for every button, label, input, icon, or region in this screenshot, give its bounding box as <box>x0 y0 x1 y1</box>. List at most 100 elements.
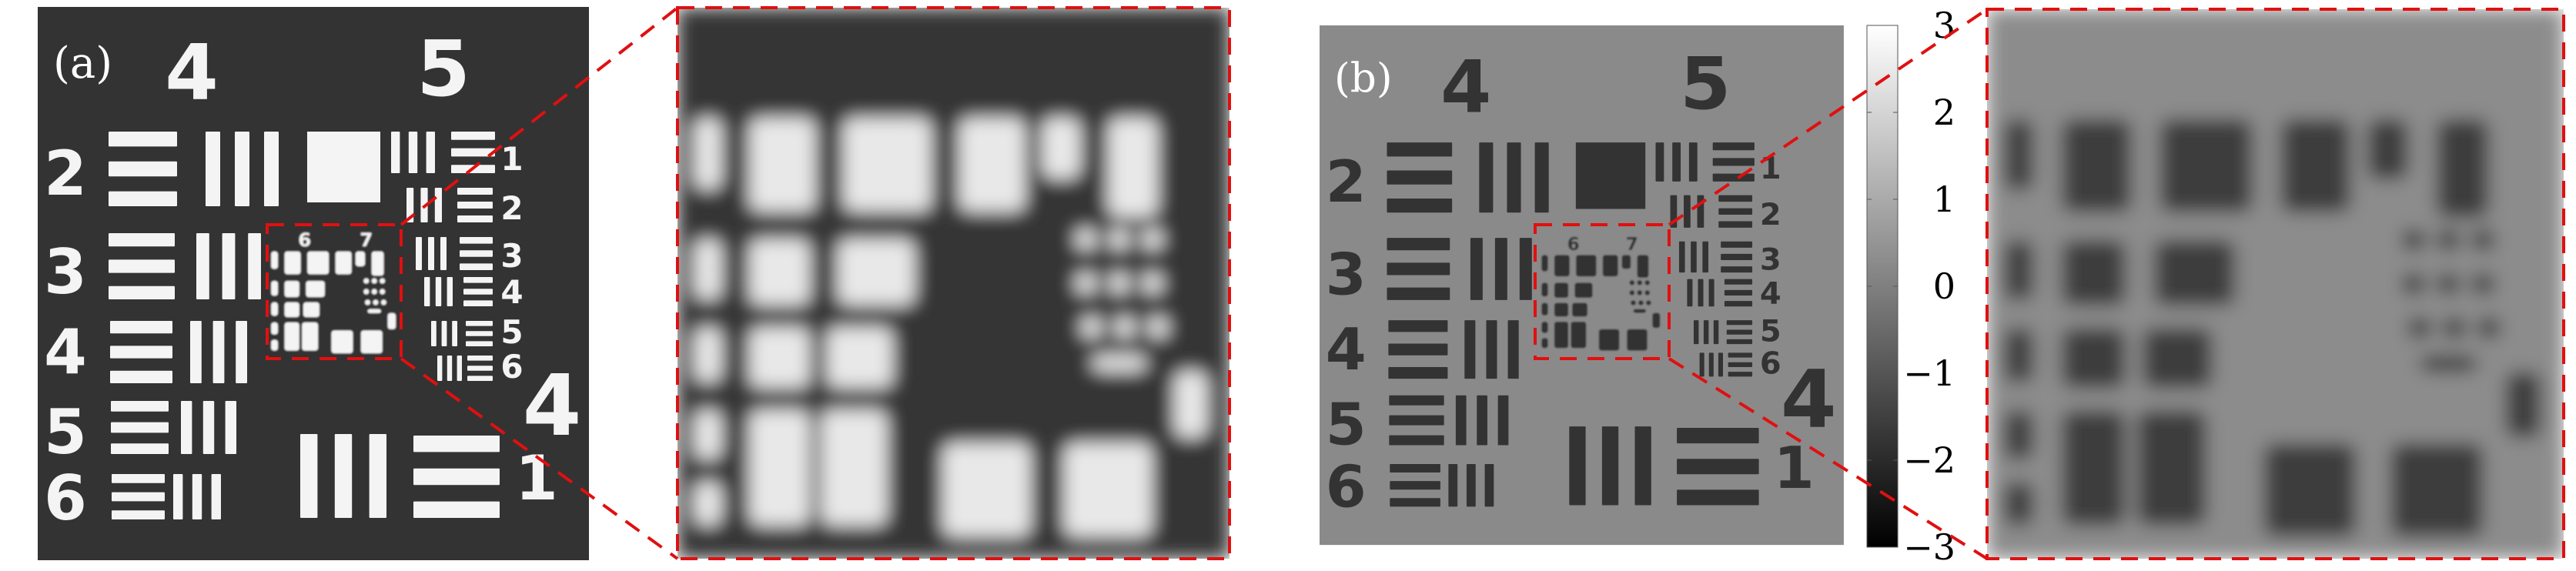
horizontal-bar <box>1389 435 1444 446</box>
bar-element <box>2062 119 2132 213</box>
zoomed-frame-b <box>1986 8 2565 560</box>
bar-element <box>749 239 811 306</box>
vertical-bar <box>391 132 400 173</box>
horizontal-bar <box>1387 142 1453 157</box>
vertical-bar <box>406 188 414 222</box>
bar-element <box>1063 442 1153 537</box>
bar-element <box>1108 118 1158 218</box>
element-number-label: 4 <box>44 316 87 388</box>
bar-element <box>1644 280 1651 286</box>
colorbar-tick-label: 2 <box>1933 92 1955 133</box>
vertical-bar <box>1672 142 1681 182</box>
vertical-bar <box>435 277 442 306</box>
horizontal-bar <box>451 148 495 157</box>
bar-element <box>1541 255 1548 272</box>
colorbar-tick-label: −3 <box>1903 526 1955 568</box>
bar-element <box>380 278 386 284</box>
horizontal-bar <box>1387 198 1453 213</box>
vertical-bar <box>1699 352 1705 377</box>
bar-element <box>942 442 1031 537</box>
vertical-bar <box>431 321 437 346</box>
element-number-label: 1 <box>515 442 558 514</box>
colorbar-gradient <box>1866 25 1899 548</box>
bar-element <box>1571 322 1587 349</box>
vertical-bar <box>300 434 318 518</box>
vertical-bar <box>181 401 192 454</box>
element-number-label: 5 <box>500 313 523 351</box>
bar-element <box>1646 300 1651 306</box>
horizontal-bar <box>1388 320 1448 332</box>
horizontal-bar <box>112 474 165 483</box>
vertical-bar <box>1718 352 1724 377</box>
horizontal-bar <box>1718 195 1753 202</box>
bar-element <box>1637 280 1643 286</box>
horizontal-bar <box>466 331 493 336</box>
bar-element <box>271 251 278 269</box>
vertical-bar <box>248 233 261 299</box>
bar-element <box>2062 239 2126 306</box>
bar-element <box>1091 355 1147 372</box>
horizontal-bar <box>1677 428 1759 444</box>
bar-element <box>303 302 319 318</box>
bar-element <box>365 299 370 306</box>
bar-element <box>1637 290 1643 296</box>
vertical-bar <box>437 356 443 381</box>
element-number-label: 3 <box>500 237 523 275</box>
element-number-label: 6 <box>1760 346 1781 382</box>
horizontal-bar <box>1718 208 1753 215</box>
bar-element <box>1652 312 1661 329</box>
vertical-bar <box>190 321 202 383</box>
bar-element <box>271 339 278 351</box>
horizontal-bar <box>466 321 493 326</box>
element-number-label: 1 <box>500 140 523 178</box>
horizontal-bar <box>463 277 493 283</box>
vertical-bar <box>441 321 447 346</box>
element-number-label: 2 <box>1326 149 1367 215</box>
vertical-bar <box>1678 241 1685 273</box>
colorbar-tick-label: 0 <box>1933 265 1955 307</box>
zoom-region-box-a <box>266 223 403 360</box>
element-number-label: 2 <box>44 138 87 209</box>
zoomed-pattern-b <box>1987 9 2564 559</box>
horizontal-bar <box>112 492 165 502</box>
vertical-bar <box>1494 238 1507 300</box>
bar-element <box>2437 229 2461 252</box>
vertical-bar <box>1466 463 1476 507</box>
horizontal-bar <box>1724 279 1753 285</box>
bar-element <box>2477 316 2501 339</box>
colorbar-tick-label: 3 <box>1933 5 1955 46</box>
group-number-label: 4 <box>1781 354 1837 446</box>
vertical-bar <box>235 132 249 206</box>
bar-element <box>1075 228 1097 251</box>
horizontal-bar <box>1390 481 1440 490</box>
bar-element <box>284 251 301 275</box>
horizontal-bar <box>1724 289 1753 296</box>
element-number-label: 2 <box>500 189 523 227</box>
bar-element <box>284 302 299 318</box>
zoom-connector-line <box>400 6 679 226</box>
bar-element <box>2390 443 2484 537</box>
horizontal-bar <box>112 510 165 519</box>
bar-element <box>371 278 377 284</box>
vertical-bar <box>196 233 209 299</box>
vertical-bar <box>1702 241 1708 273</box>
horizontal-bar <box>1726 339 1753 345</box>
vertical-bar <box>1569 426 1586 506</box>
bar-element <box>363 289 370 295</box>
group-number-label: 5 <box>1680 42 1731 126</box>
element-number-label: 3 <box>1760 242 1781 278</box>
bar-element <box>694 118 722 190</box>
vertical-bar <box>428 237 434 270</box>
bar-element <box>1574 282 1593 298</box>
bar-element <box>1602 255 1618 277</box>
bar-element <box>1621 255 1631 269</box>
zoom-connector-line <box>1668 8 1989 226</box>
bar-element <box>694 409 722 460</box>
vertical-bar <box>1691 241 1697 273</box>
horizontal-bar <box>111 443 169 454</box>
horizontal-bar <box>1728 352 1753 358</box>
vertical-bar <box>452 321 457 346</box>
horizontal-bar <box>109 161 177 177</box>
horizontal-bar <box>467 356 493 361</box>
bar-element <box>2159 119 2253 213</box>
